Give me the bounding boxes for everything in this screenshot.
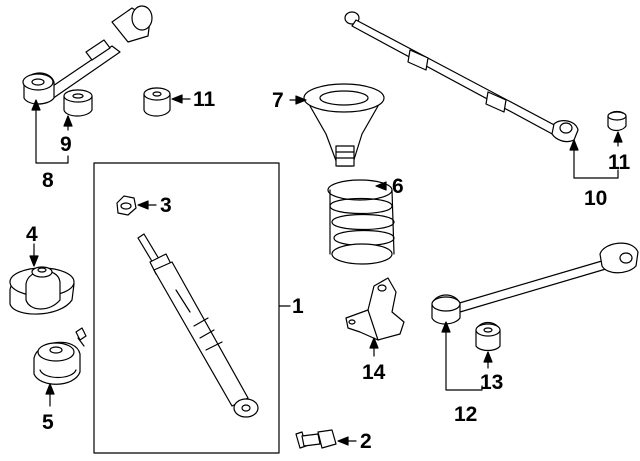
bushing-part-13 xyxy=(475,321,501,352)
lateral-rod-part-10 xyxy=(344,11,579,143)
callout-14: 14 xyxy=(362,361,386,384)
callout-8: 8 xyxy=(42,169,54,192)
callout-11-right: 11 xyxy=(608,151,631,174)
bushing-part-11-left xyxy=(143,87,171,117)
arrow-head-12 xyxy=(441,321,451,333)
callout-leader-12 xyxy=(445,323,483,391)
bracket-part-14 xyxy=(345,277,405,341)
bump-stop-part-7 xyxy=(303,83,385,167)
callout-leader-10 xyxy=(573,141,619,179)
callout-7: 7 xyxy=(272,89,284,112)
arrow-head-2 xyxy=(337,436,349,446)
arrow-head-8 xyxy=(31,99,41,111)
callout-12: 12 xyxy=(454,403,478,426)
arrow-head-6 xyxy=(375,181,387,191)
arrow-head-13 xyxy=(483,351,493,363)
callout-1: 1 xyxy=(292,295,304,318)
callout-2: 2 xyxy=(360,430,372,453)
callout-9: 9 xyxy=(60,133,72,156)
arrow-head-4 xyxy=(29,255,39,267)
arrow-head-3 xyxy=(137,200,149,210)
bushing-part-9 xyxy=(63,89,93,117)
callout-3: 3 xyxy=(160,194,172,217)
bushing-part-11-right xyxy=(607,110,627,132)
arrow-head-9 xyxy=(63,115,73,127)
bolt-part-2 xyxy=(295,429,337,449)
callout-4: 4 xyxy=(26,223,38,246)
arrow-head-7 xyxy=(295,95,307,105)
callout-leader-8 xyxy=(35,101,69,164)
callout-5: 5 xyxy=(42,411,54,434)
callout-13: 13 xyxy=(480,371,504,394)
arrow-head-10 xyxy=(569,139,579,151)
shock-absorber-part-1 xyxy=(137,233,259,418)
callout-10: 10 xyxy=(584,187,608,210)
callout-6: 6 xyxy=(392,175,404,198)
coil-spring-part-6 xyxy=(327,179,395,265)
arrow-head-11-left xyxy=(171,94,183,104)
callout-11-left: 11 xyxy=(193,88,216,111)
shock-absorber-group-box xyxy=(93,162,280,454)
lower-mount-part-5 xyxy=(33,327,87,385)
upper-control-arm-part-8 xyxy=(22,5,153,105)
nut-part-3 xyxy=(116,195,137,216)
trailing-arm-part-12 xyxy=(431,242,639,325)
arrow-head-11-right xyxy=(613,131,623,143)
upper-mount-part-4 xyxy=(9,266,75,315)
arrow-head-14 xyxy=(369,337,379,349)
arrow-head-5 xyxy=(45,383,55,395)
